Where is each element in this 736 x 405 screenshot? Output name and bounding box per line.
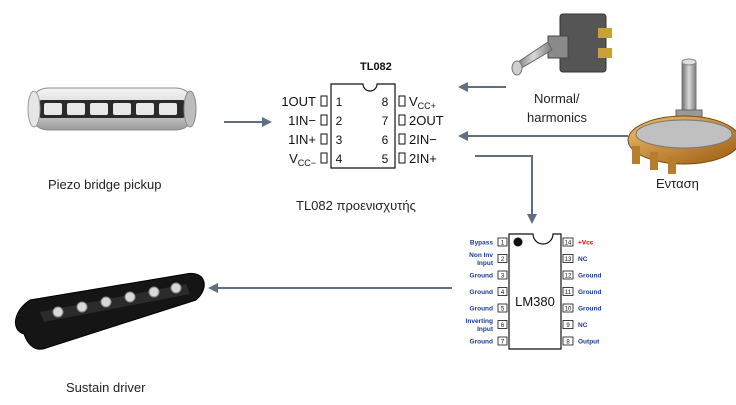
lm380-pin-left-4-number: 4	[501, 290, 505, 296]
driver-label: Sustain driver	[66, 380, 146, 395]
lm380-pin-left-6-box	[497, 320, 508, 329]
tl082-pin-left-4-name: VCC−	[289, 151, 316, 168]
lm380-pin-left-7-box	[497, 336, 508, 346]
lm380-pin-right-6-label: NC	[578, 322, 588, 329]
tl082-pin-left-1-lead	[320, 95, 328, 107]
tl082-title: TL082	[360, 61, 392, 73]
tl082-chip: TL082 1 1OUT 2 1IN− 3 1IN+ 4 VCC− 8 VCC+ 7 2OUT 6 2IN…	[281, 61, 444, 169]
lm380-pin-right-7-box	[562, 336, 574, 346]
tl082-pin-left-2-number: 2	[336, 114, 343, 128]
tl082-pin-right-1-name: VCC+	[409, 94, 436, 111]
lm380-pin-left-6-number: 6	[501, 323, 505, 329]
lm380-pin-right-3-box	[562, 270, 574, 280]
preamp-caption: TL082 προενισχυτής	[296, 198, 416, 213]
lm380-pin-left-5-number: 5	[501, 307, 505, 313]
lm380-pin-left-5-label: Ground	[470, 306, 493, 313]
lm380-pin-left-1-label: Bypass	[470, 240, 494, 247]
switch-label-line2: harmonics	[527, 110, 587, 125]
lm380-pin-right-4-number: 11	[565, 290, 572, 296]
toggle-switch-image	[511, 13, 612, 76]
lm380-pin-left-5-box	[497, 303, 508, 313]
lm380-pin-left-1-box	[497, 237, 508, 247]
tl082-pin-left-1-name: 1OUT	[281, 94, 316, 109]
lm380-pin-right-2-label: NC	[578, 256, 588, 263]
switch-label-line1: Normal/	[534, 91, 580, 106]
lm380-body	[508, 233, 562, 350]
lm380-title: LM380	[515, 294, 555, 309]
lm380-pin-right-4-box	[562, 287, 574, 296]
lm380-pin-right-2-number: 13	[565, 257, 572, 263]
tl082-pin-right-1-lead	[398, 95, 406, 107]
lm380-pin-left-7-label: Ground	[470, 339, 493, 346]
tl082-pin-left-3-lead	[320, 133, 328, 145]
tl082-pin-right-2-name: 2OUT	[409, 113, 444, 128]
tl082-pin-right-4-name: 2IN+	[409, 151, 437, 166]
lm380-pin-left-2-number: 2	[501, 257, 505, 263]
tl082-pin-right-2-lead	[398, 114, 406, 126]
volume-label: Ενταση	[656, 176, 699, 191]
lm380-pin-right-1-number: 14	[565, 241, 572, 247]
tl082-pin-left-3-number: 3	[336, 133, 343, 147]
tl082-pin-right-3-name: 2IN−	[409, 132, 437, 147]
lm380-pin-left-4-label: Ground	[470, 289, 493, 296]
tl082-pin-left-2-lead	[320, 114, 328, 126]
lm380-pin-right-5-box	[562, 303, 574, 313]
tl082-pin-left-4-lead	[320, 152, 328, 164]
lm380-pin-right-7-number: 8	[566, 340, 570, 346]
lm380-pin-left-4-box	[497, 287, 508, 296]
lm380-pin-left-7-number: 7	[501, 340, 505, 346]
piezo-label: Piezo bridge pickup	[48, 177, 162, 192]
lm380-pin-right-2-box	[562, 254, 574, 263]
lm380-pin-right-5-number: 10	[565, 307, 572, 313]
tl082-body	[330, 83, 396, 169]
lm380-pin-right-3-label: Ground	[578, 273, 601, 280]
pin1-marker	[513, 237, 523, 247]
tl082-pin-left-3-name: 1IN+	[288, 132, 316, 147]
tl082-pin-right-1-number: 8	[382, 95, 389, 109]
tl082-pin-left-4-number: 4	[336, 152, 343, 166]
tl082-pin-right-3-lead	[398, 133, 406, 145]
lm380-pin-right-3-number: 12	[565, 274, 572, 280]
sustain-driver-image	[15, 272, 205, 350]
tl082-pin-right-2-number: 7	[382, 114, 389, 128]
lm380-pin-right-6-box	[562, 320, 574, 329]
piezo-bridge-image	[27, 87, 197, 131]
tl082-pins: 1 1OUT 2 1IN− 3 1IN+ 4 VCC− 8 VCC+ 7 2OUT 6 2IN− 5 2IN+	[281, 94, 443, 168]
lm380-pin-right-5-label: Ground	[578, 306, 601, 313]
lm380-pin-right-7-label: Output	[578, 339, 600, 346]
lm380-pin-left-3-box	[497, 270, 508, 280]
tl082-pin-right-4-lead	[398, 152, 406, 164]
lm380-pin-left-2-box	[497, 254, 508, 263]
lm380-pin-left-3-label: Ground	[470, 273, 493, 280]
lm380-pin-right-1-label: +Vcc	[578, 240, 594, 247]
tl082-pin-left-1-number: 1	[336, 95, 343, 109]
potentiometer-image	[627, 58, 736, 174]
lm380-pin-right-1-box	[562, 237, 574, 247]
tl082-pin-left-2-name: 1IN−	[288, 113, 316, 128]
lm380-pin-left-3-number: 3	[501, 274, 505, 280]
tl082-pin-right-4-number: 5	[382, 152, 389, 166]
lm380-pin-right-6-number: 9	[566, 323, 570, 329]
lm380-pin-right-4-label: Ground	[578, 289, 601, 296]
tl082-pin-right-3-number: 6	[382, 133, 389, 147]
signal-arrows	[208, 82, 628, 293]
arrow-preamp-to-amp	[475, 155, 537, 224]
lm380-pin-left-1-number: 1	[501, 241, 505, 247]
